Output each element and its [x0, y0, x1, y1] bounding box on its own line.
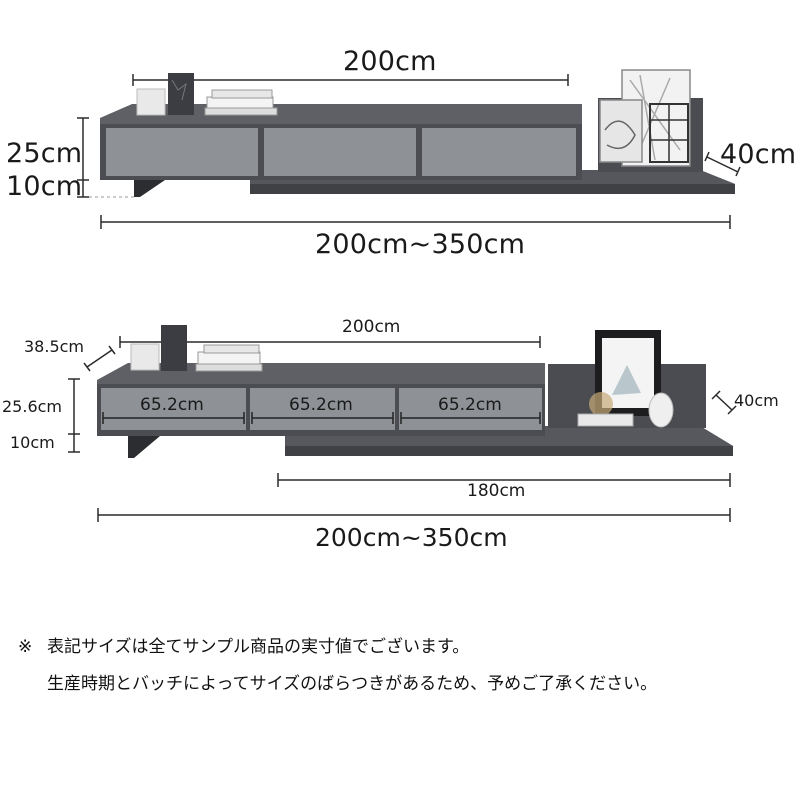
label-height-legs-1: 10cm [6, 171, 83, 202]
dim-line-depth-right-2 [711, 390, 737, 415]
dim-line-total-width-2 [97, 508, 731, 522]
label-drawer-width-a: 65.2cm [140, 395, 204, 415]
decor-items-top-1 [136, 73, 278, 116]
label-height-body-1: 25cm [6, 138, 83, 169]
dim-line-depth-left-2 [83, 345, 116, 372]
drawer-2a[interactable] [101, 388, 246, 430]
label-top-width-1: 200cm [343, 46, 437, 77]
dim-lines-drawers-2 [102, 412, 541, 424]
label-top-width-2: 200cm [342, 317, 401, 337]
cabinet-leg-1 [134, 180, 165, 197]
drawer-2c[interactable] [399, 388, 542, 430]
decor-items-top-2 [130, 325, 263, 372]
dim-line-height-1 [77, 117, 89, 198]
label-depth-left-2: 38.5cm [24, 337, 85, 356]
drawer-1a[interactable] [106, 128, 258, 176]
label-depth-1: 40cm [720, 139, 797, 170]
decor-frame-vase-2 [577, 330, 674, 428]
label-total-width-1: 200cm~350cm [315, 229, 526, 260]
note-line-2: 生産時期とバッチによってサイズのばらつきがあるため、予めご了承ください。 [47, 674, 658, 694]
drawer-2b[interactable] [250, 388, 395, 430]
drawer-1b[interactable] [264, 128, 416, 176]
dim-line-depth-1 [704, 151, 741, 177]
note-line-1: 表記サイズは全てサンプル商品の実寸値でございます。 [47, 637, 470, 657]
label-drawer-width-c: 65.2cm [438, 395, 502, 415]
label-drawer-width-b: 65.2cm [289, 395, 353, 415]
note-mark: ※ [18, 637, 33, 657]
dim-line-top-width-1 [132, 74, 569, 86]
drawer-1c[interactable] [422, 128, 576, 176]
label-height-legs-2: 10cm [10, 433, 55, 452]
label-height-body-2: 25.6cm [2, 397, 63, 416]
dim-line-total-width-1 [100, 215, 731, 229]
dim-line-extension-2 [277, 473, 731, 487]
dim-line-top-width-2 [119, 336, 541, 348]
decor-frame-basket-1 [599, 69, 691, 167]
dim-line-height-2 [68, 378, 80, 453]
label-extension-width-2: 180cm [467, 481, 526, 501]
cabinet-leg-2 [128, 436, 160, 458]
label-total-width-2: 200cm~350cm [315, 523, 508, 552]
label-depth-right-2: 40cm [734, 391, 779, 410]
